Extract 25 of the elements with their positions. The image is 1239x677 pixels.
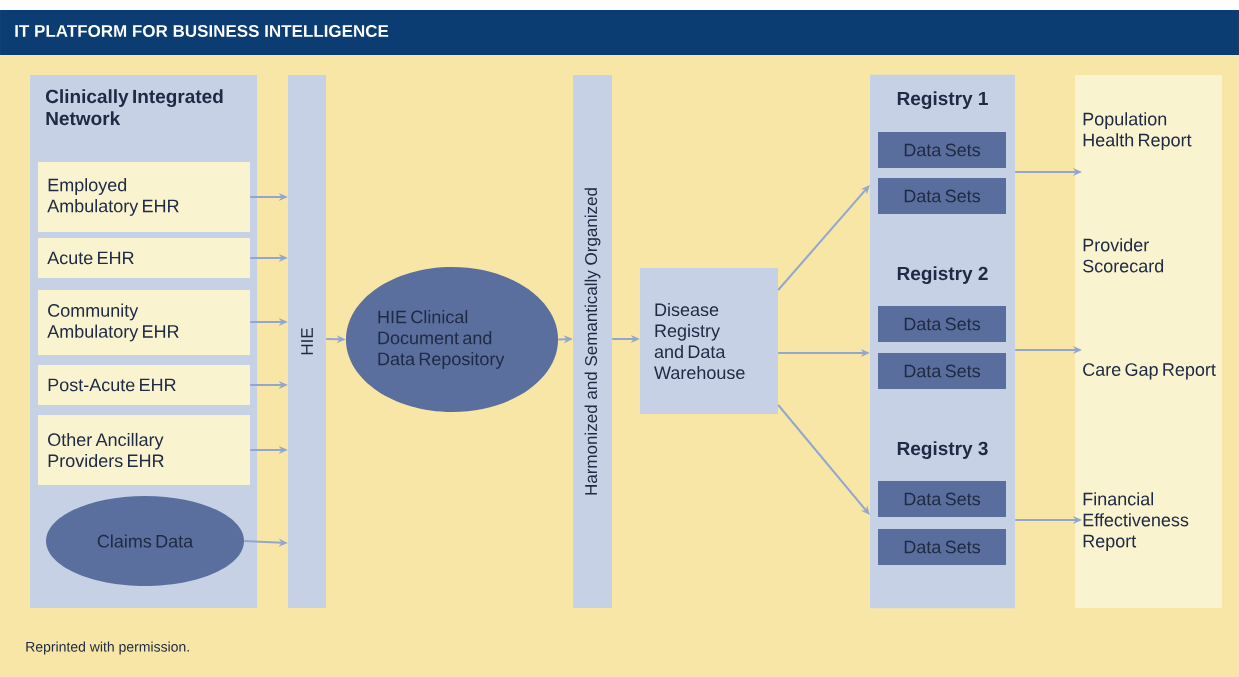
- node-label: Registry 2: [897, 266, 988, 284]
- vertical-bar: Harmonized and Semantically Organized: [573, 75, 612, 608]
- report-label: Population Health Report: [1083, 112, 1192, 150]
- title-band: IT PLATFORM FOR BUSINESS INTELLIGENCE: [0, 10, 1239, 55]
- data-sets-box: Data Sets: [878, 178, 1006, 214]
- node-label: Registry 3: [897, 441, 988, 459]
- source-box: Community Ambulatory EHR: [38, 290, 250, 355]
- data-sets-box: Data Sets: [878, 529, 1006, 565]
- data-sets-box: Data Sets: [878, 306, 1006, 342]
- report-label: Provider Scorecard: [1083, 238, 1164, 273]
- data-sets-box: Data Sets: [878, 481, 1006, 517]
- source-box: Other Ancillary Providers EHR: [38, 415, 250, 485]
- arrow: [777, 185, 870, 291]
- warehouse-box: Disease Registry and Data Warehouse: [640, 268, 778, 414]
- arrow: [777, 404, 870, 515]
- caption: Reprinted with permission.: [26, 641, 189, 655]
- data-sets-box: Data Sets: [878, 353, 1006, 389]
- source-box: Acute EHR: [38, 238, 250, 278]
- source-box: Employed Ambulatory EHR: [38, 162, 250, 232]
- node-label: Registry 1: [897, 91, 988, 109]
- report-label: Financial Effectiveness Report: [1083, 492, 1189, 551]
- data-sets-box: Data Sets: [878, 132, 1006, 168]
- source-box: Post-Acute EHR: [38, 365, 250, 405]
- report-label: Care Gap Report: [1083, 363, 1216, 380]
- vertical-bar: HIE: [288, 75, 326, 608]
